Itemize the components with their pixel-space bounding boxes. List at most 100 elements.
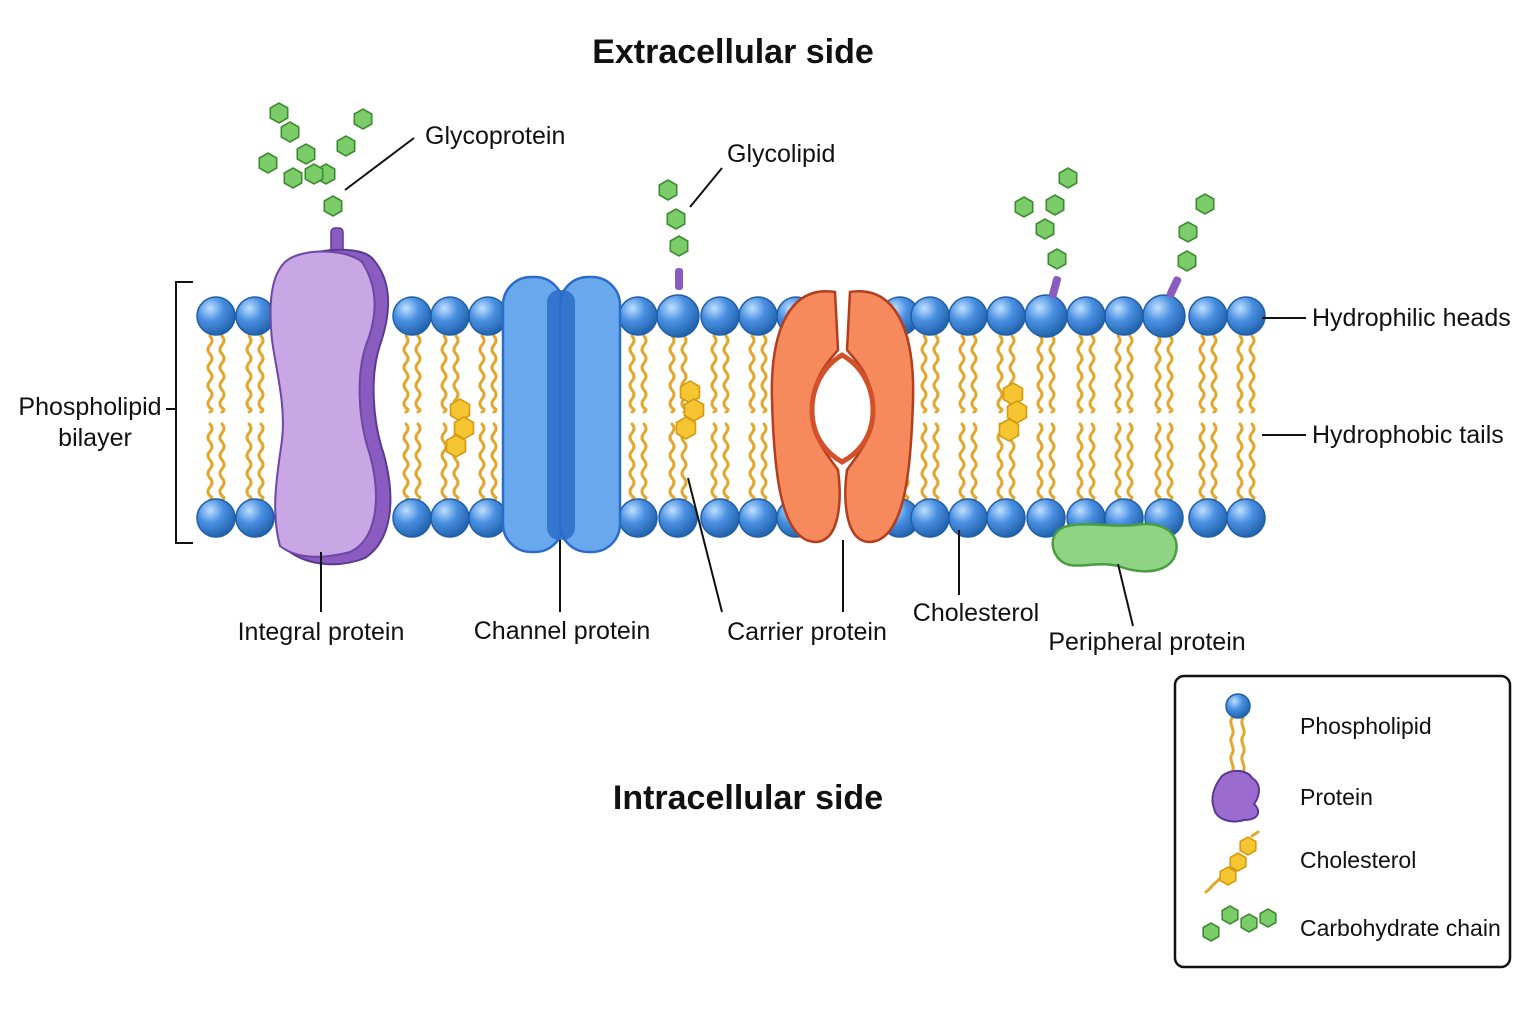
glycolipid-label: Glycolipid <box>727 140 835 168</box>
protein-icon <box>1211 770 1260 823</box>
sugar-unit <box>296 143 316 165</box>
phospholipid-head <box>1142 294 1186 338</box>
phospholipid-head <box>948 296 988 336</box>
lipid-tail <box>218 422 226 502</box>
lipid-tail <box>1166 422 1174 502</box>
phospholipid-head <box>468 498 508 538</box>
lipid-tail <box>206 422 214 502</box>
phospholipid-head <box>1104 296 1144 336</box>
hydrophilic-heads-label: Hydrophilic heads <box>1312 304 1511 332</box>
lipid-tail <box>1036 422 1044 502</box>
phospholipid-head <box>1226 498 1266 538</box>
sugar-unit <box>1259 908 1277 928</box>
lipid-tail <box>206 334 214 414</box>
lipid-tail <box>640 422 648 502</box>
lipid-tail <box>1236 334 1244 414</box>
lipid-tail <box>402 334 410 414</box>
glycolipid-stem <box>1048 276 1062 298</box>
cholesterol-molecules <box>445 380 1028 458</box>
channel-protein <box>501 275 622 554</box>
carrier-protein <box>770 290 915 544</box>
sugar-unit <box>1058 167 1078 189</box>
lipid-tail <box>1126 334 1134 414</box>
phospholipid-head <box>700 296 740 336</box>
phospholipid-head <box>430 296 470 336</box>
sugar-unit <box>1221 905 1239 925</box>
lipid-tail <box>996 422 1004 502</box>
lipid-tail <box>920 334 928 414</box>
cholesterol-label: Cholesterol <box>913 599 1039 627</box>
integral-protein <box>269 227 392 566</box>
sugar-unit <box>1177 250 1197 272</box>
phospholipid-head <box>1066 296 1106 336</box>
bilayer-bracket <box>166 281 193 544</box>
lipid-tail <box>402 422 410 502</box>
sugar-unit <box>666 208 686 230</box>
phospholipid-head <box>1226 296 1266 336</box>
cholesterol-ring <box>1229 852 1247 872</box>
phospholipid-icon <box>1225 693 1251 774</box>
lipid-tail <box>932 334 940 414</box>
lipid-tail <box>958 422 966 502</box>
lipid-tail <box>1036 334 1044 414</box>
phospholipid-head <box>430 498 470 538</box>
lipid-tail <box>1088 334 1096 414</box>
sugar-unit <box>658 179 678 201</box>
lipid-tail <box>680 334 688 414</box>
sugar-unit <box>1202 922 1220 942</box>
lipid-tail <box>760 422 768 502</box>
phospholipid-head <box>1188 498 1228 538</box>
legend-protein-label: Protein <box>1300 784 1373 810</box>
cholesterol-ring <box>445 434 467 458</box>
lipid-tail <box>1154 334 1162 414</box>
legend: Phospholipid Protein Cholesterol Carbohy… <box>1173 674 1512 969</box>
lipid-tail <box>920 422 928 502</box>
sugar-unit <box>1045 194 1065 216</box>
lipid-tail <box>970 422 978 502</box>
sugar-unit <box>1047 248 1067 270</box>
cholesterol-ring <box>675 416 697 440</box>
sugar-unit <box>258 152 278 174</box>
phospholipid-head <box>1024 294 1068 338</box>
phospholipid-head <box>618 498 658 538</box>
phospholipid-head <box>392 296 432 336</box>
lipid-tail <box>1048 422 1056 502</box>
cholesterol-ring <box>998 418 1020 442</box>
lipid-tail <box>245 422 253 502</box>
carrier-protein-leader <box>687 477 723 613</box>
phospholipid-head <box>618 296 658 336</box>
phospholipid-head <box>1026 498 1066 538</box>
sugar-unit <box>336 135 356 157</box>
lipid-tail <box>1236 422 1244 502</box>
sugar-unit <box>1035 218 1055 240</box>
peripheral-protein <box>1051 522 1178 573</box>
lipid-tail <box>490 334 498 414</box>
lipid-tail <box>722 422 730 502</box>
sugar-unit <box>669 235 689 257</box>
lipid-tail <box>970 334 978 414</box>
bilayer-label-line2: bilayer <box>58 424 132 452</box>
lipid-tail <box>1166 334 1174 414</box>
sugar-unit <box>280 121 300 143</box>
sugar-unit <box>1240 913 1258 933</box>
lipid-tail <box>478 334 486 414</box>
cholesterol-icon <box>1204 830 1260 894</box>
lipid-tail <box>640 334 648 414</box>
phospholipid-head <box>656 294 700 338</box>
lipid-tail <box>760 334 768 414</box>
glycolipid-stem <box>675 268 683 290</box>
lipid-tail <box>1088 422 1096 502</box>
carbohydrate-chains <box>258 102 1215 298</box>
lipid-tail <box>668 422 676 502</box>
lipid-tail <box>1154 422 1162 502</box>
phospholipid-head <box>658 498 698 538</box>
legend-phospholipid-label: Phospholipid <box>1300 713 1432 739</box>
hydrophobic-tails-label: Hydrophobic tails <box>1312 421 1504 449</box>
carbohydrate-chain-icon <box>1202 905 1277 942</box>
carrier-protein-label: Carrier protein <box>727 618 887 646</box>
lipid-tail <box>1248 422 1256 502</box>
phospholipid-head <box>196 296 236 336</box>
lipid-tail <box>932 422 940 502</box>
lipid-tail <box>710 334 718 414</box>
lipid-tail <box>218 334 226 414</box>
